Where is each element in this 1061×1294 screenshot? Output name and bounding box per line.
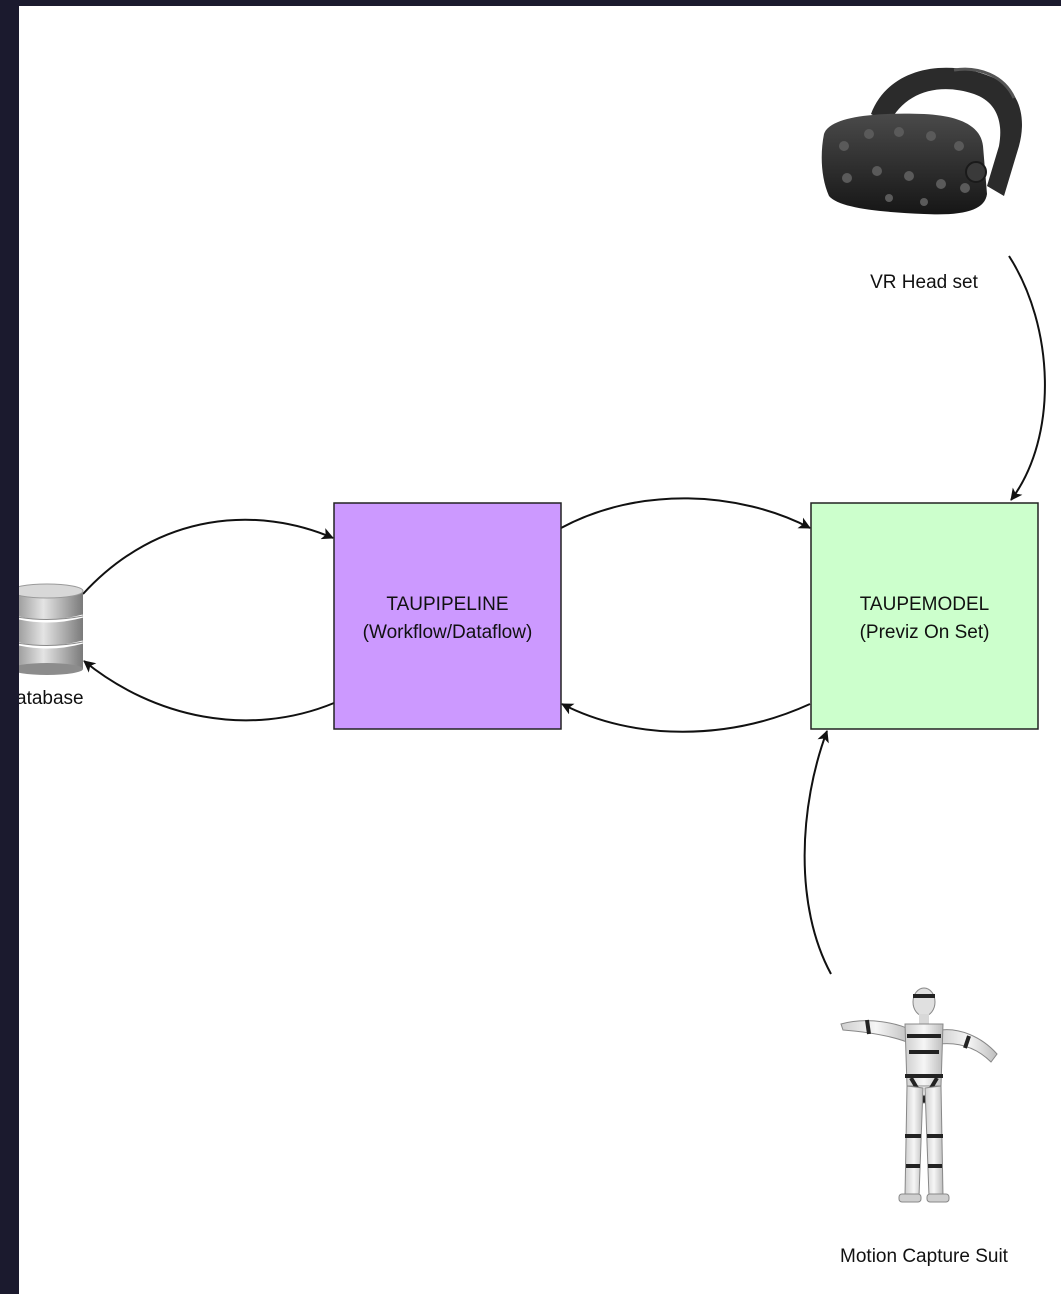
connector-database-to-pipeline — [82, 518, 334, 595]
diagram-svg: TAUPIPELINE (Workflow/Dataflow) TAUPEMOD… — [19, 67, 1046, 1267]
headset-label: VR Head set — [870, 272, 978, 293]
database-icon — [19, 583, 84, 675]
connector-pipeline-to-database — [83, 660, 335, 722]
model-box — [810, 502, 1039, 730]
model-title: TAUPEMODEL — [860, 594, 990, 615]
suit-node[interactable]: Motion Capture Suit — [840, 987, 1009, 1267]
diagram-canvas: TAUPIPELINE (Workflow/Dataflow) TAUPEMOD… — [19, 6, 1061, 1294]
model-node[interactable]: TAUPEMODEL (Previz On Set) — [810, 502, 1039, 730]
vr-headset-icon — [821, 67, 1022, 215]
connector-headset-to-model — [1008, 255, 1046, 501]
database-node[interactable]: atabase — [19, 583, 84, 709]
connector-suit-to-model — [803, 730, 832, 975]
suit-label: Motion Capture Suit — [840, 1246, 1009, 1267]
pipeline-subtitle: (Workflow/Dataflow) — [363, 622, 533, 643]
connector-pipeline-to-model — [560, 497, 811, 529]
headset-node[interactable]: VR Head set — [821, 67, 1022, 293]
model-subtitle: (Previz On Set) — [860, 622, 990, 643]
database-label: atabase — [19, 688, 84, 709]
pipeline-box — [333, 502, 562, 730]
motion-capture-figure-icon — [840, 987, 998, 1203]
pipeline-title: TAUPIPELINE — [386, 594, 508, 615]
connector-model-to-pipeline — [561, 703, 811, 733]
pipeline-node[interactable]: TAUPIPELINE (Workflow/Dataflow) — [333, 502, 562, 730]
